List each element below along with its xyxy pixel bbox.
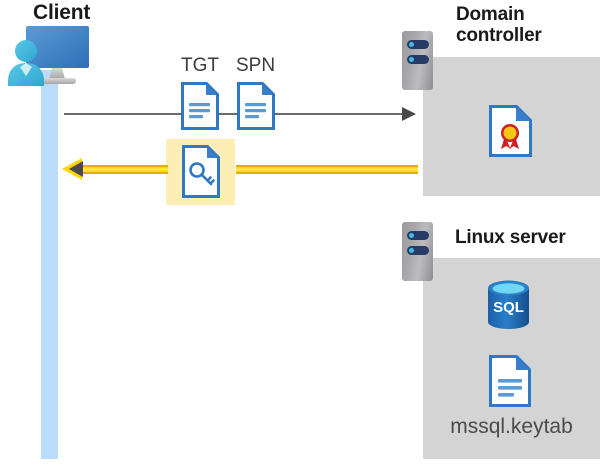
keytab-document-icon	[489, 355, 531, 407]
spn-document-icon	[237, 82, 275, 130]
domain-controller-title-line2: controller	[456, 25, 542, 47]
response-arrow-head-inner-icon	[69, 161, 83, 177]
tgt-label: TGT	[181, 55, 219, 76]
server-led-icon	[409, 42, 414, 47]
sql-label: SQL	[493, 299, 524, 316]
domain-controller-title-line1: Domain	[456, 4, 525, 25]
client-workstation-icon	[8, 26, 89, 86]
client-lifeline	[41, 70, 58, 459]
domain-controller-server-icon	[402, 31, 433, 90]
linux-server-icon	[402, 222, 433, 281]
domain-controller-title: Domain controller	[456, 4, 596, 47]
tgt-document-icon	[181, 82, 219, 130]
spn-label: SPN	[236, 55, 276, 76]
request-arrow-head-icon	[402, 107, 416, 121]
server-led-bar	[407, 55, 429, 64]
server-led-bar	[407, 231, 429, 240]
response-arrow-right-segment	[236, 165, 418, 174]
key-document-icon	[182, 145, 220, 198]
server-led-icon	[409, 233, 414, 238]
server-led-bar	[407, 40, 429, 49]
keytab-filename-label: mssql.keytab	[450, 415, 573, 438]
client-title: Client	[33, 1, 91, 24]
linux-server-title: Linux server	[455, 227, 566, 248]
certificate-icon	[489, 105, 532, 157]
server-led-icon	[409, 248, 414, 253]
response-arrow-left-segment	[76, 165, 168, 174]
server-led-bar	[407, 246, 429, 255]
sql-database-icon: SQL	[488, 280, 529, 329]
server-led-icon	[409, 57, 414, 62]
